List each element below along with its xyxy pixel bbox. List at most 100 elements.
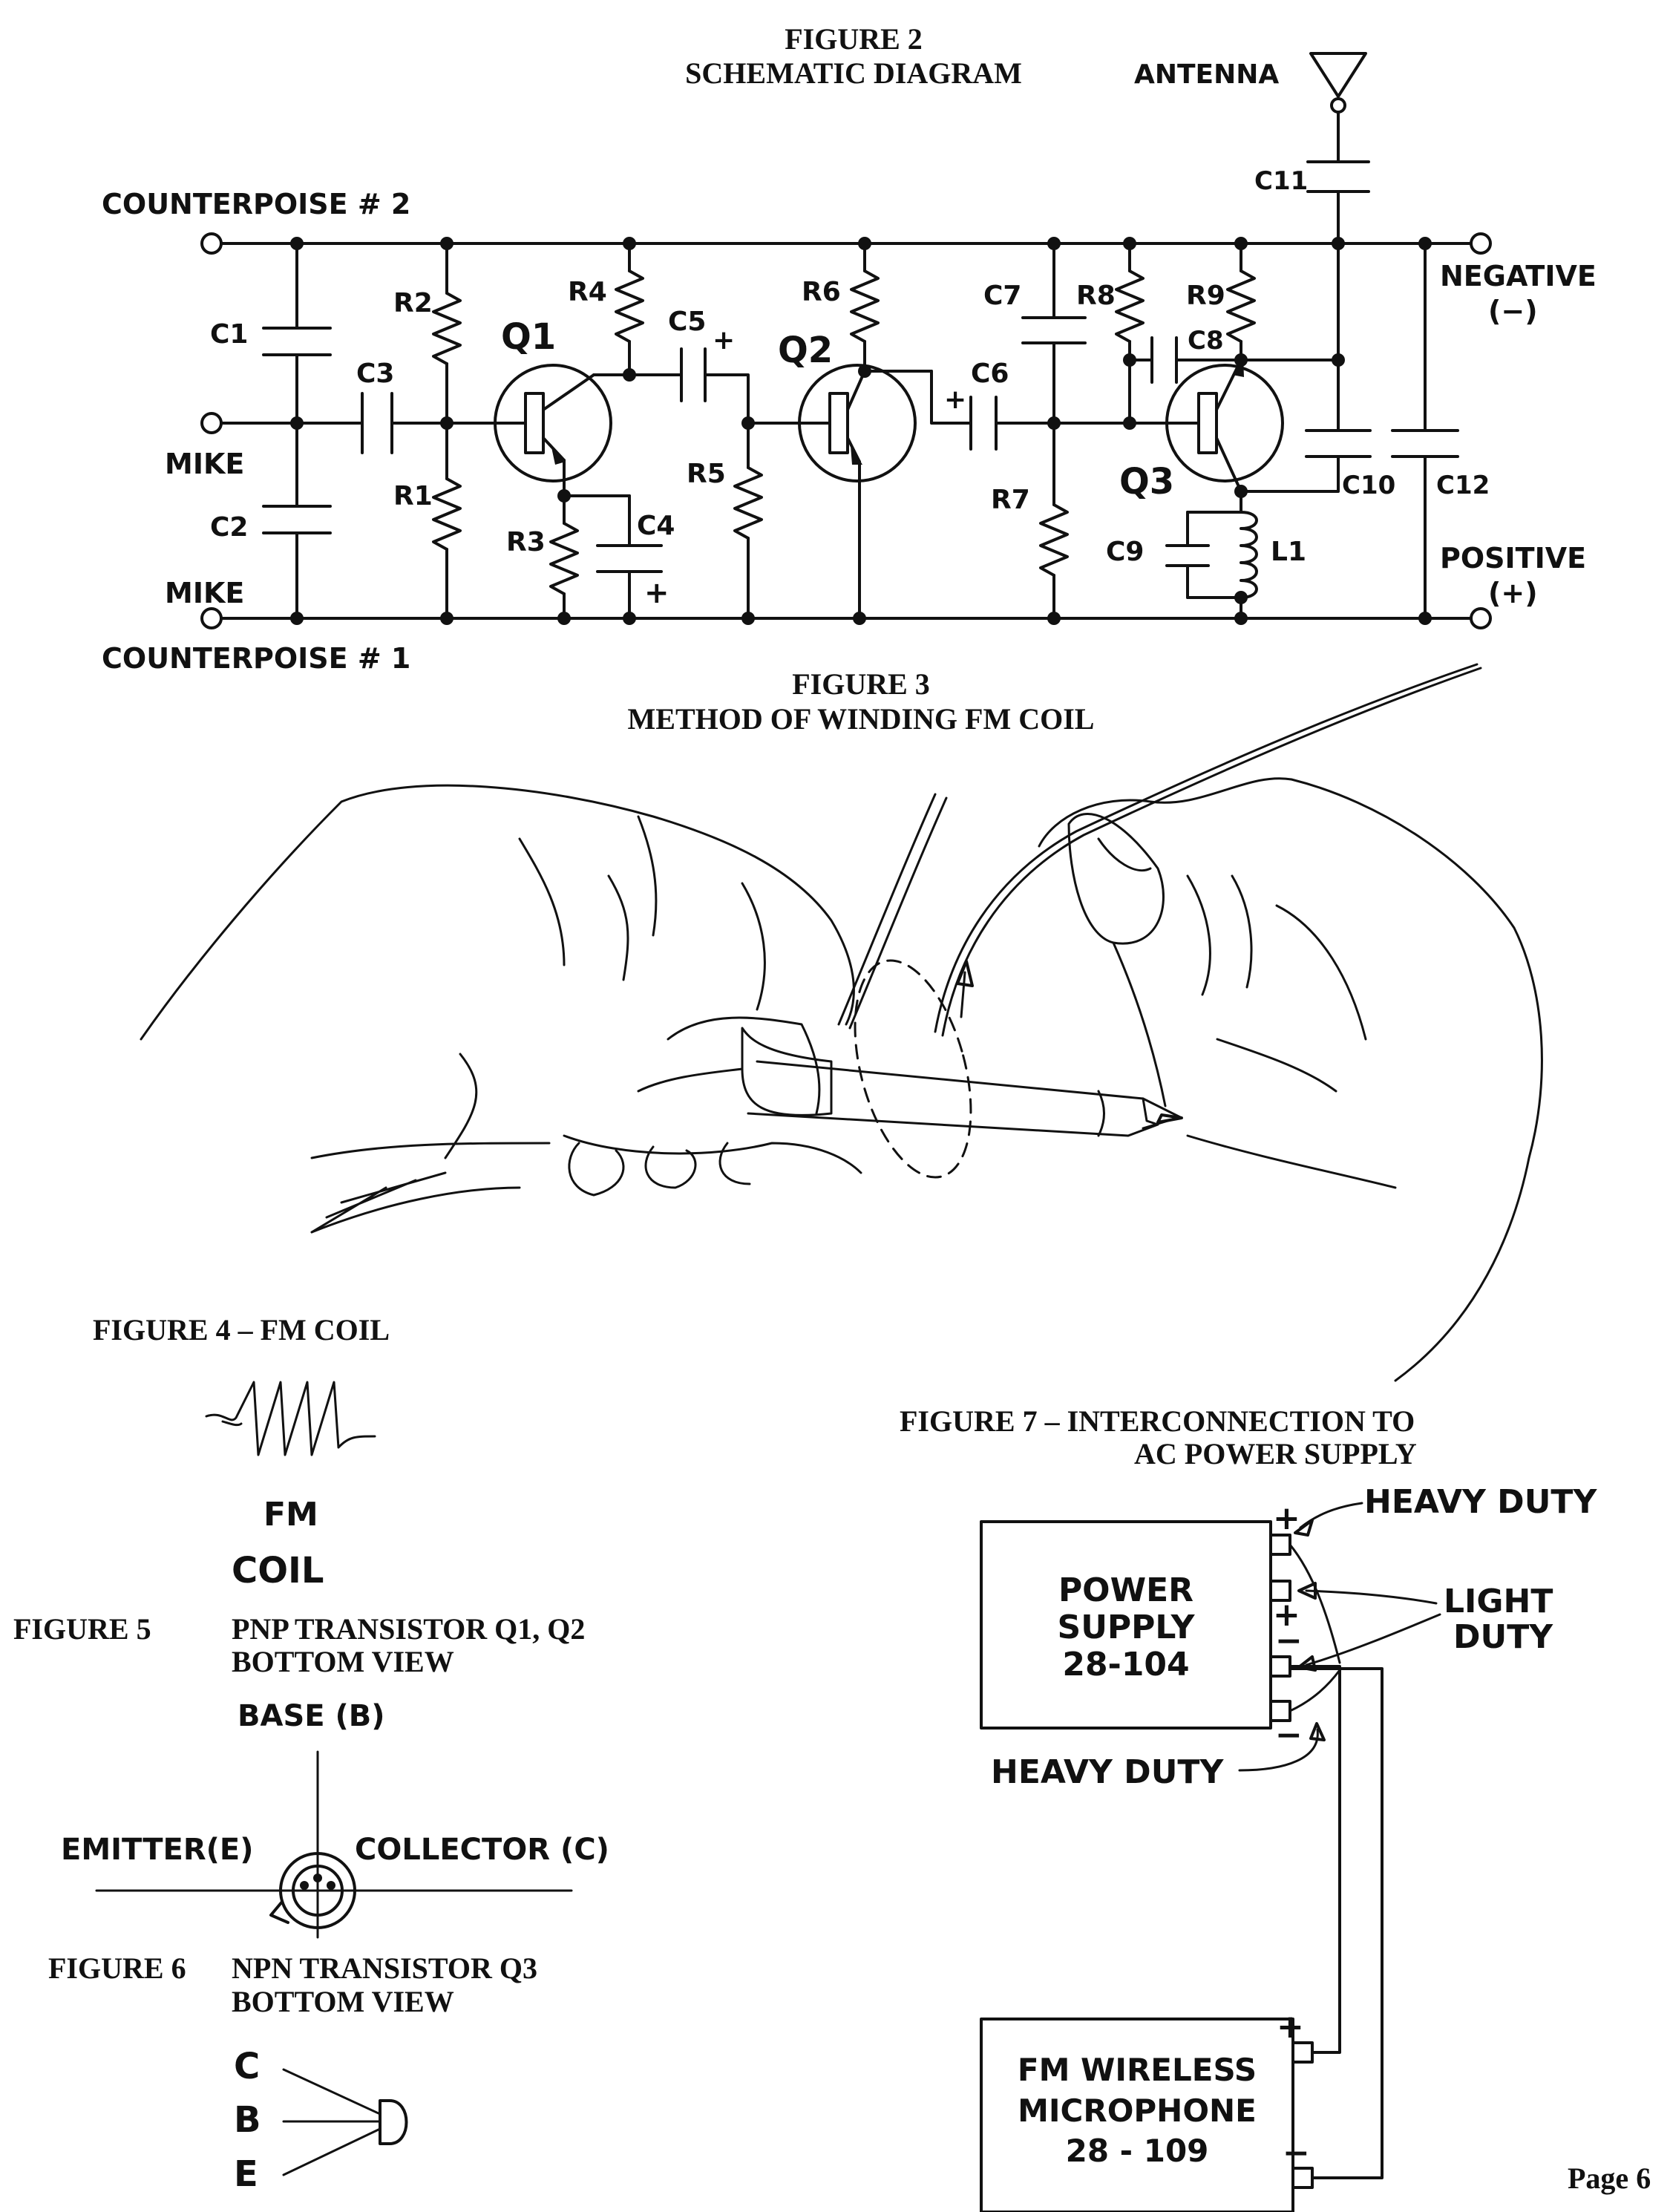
light-label: LIGHT xyxy=(1444,1583,1553,1620)
label-c10: C10 xyxy=(1342,471,1395,500)
r3-c4-emitter xyxy=(549,489,663,625)
power-supply-box xyxy=(980,1520,1272,1730)
label-r5: R5 xyxy=(687,459,726,489)
negative-label: NEGATIVE xyxy=(1440,260,1597,292)
antenna-label: ANTENNA xyxy=(1134,59,1279,90)
label-c3: C3 xyxy=(356,359,394,389)
c1-c2-branch xyxy=(262,237,332,625)
positive-label: POSITIVE xyxy=(1440,542,1586,575)
label-q2: Q2 xyxy=(778,330,833,371)
figure-3-winding: FIGURE 3 METHOD OF WINDING FM COIL xyxy=(140,663,1543,1382)
r6-resistor xyxy=(850,237,933,378)
figure-3-subtitle: METHOD OF WINDING FM COIL xyxy=(628,702,1095,736)
label-r8: R8 xyxy=(1076,281,1116,311)
counterpoise-2-label: COUNTERPOISE # 2 xyxy=(102,188,410,220)
label-r4: R4 xyxy=(568,277,607,307)
r4-resistor xyxy=(615,237,644,382)
c4-plus: + xyxy=(644,576,669,610)
fm-wireless-microphone-box xyxy=(980,2018,1294,2212)
label-r9: R9 xyxy=(1186,281,1225,311)
pin-e-label: E xyxy=(234,2153,258,2195)
label-c1: C1 xyxy=(210,319,248,350)
figure-5-caption-line2: BOTTOM VIEW xyxy=(232,1645,454,1678)
c5-plus: + xyxy=(713,325,735,356)
counterpoise-1-label: COUNTERPOISE # 1 xyxy=(102,642,410,675)
figure-3-title: FIGURE 3 xyxy=(792,667,930,701)
figure-4-fm-coil: FIGURE 4 – FM COIL FM COIL xyxy=(93,1313,390,1591)
label-r3: R3 xyxy=(506,527,546,557)
mike-terminal xyxy=(200,412,223,434)
page-number: Page 6 xyxy=(1568,2162,1651,2195)
mic-terminals xyxy=(1291,2041,1314,2189)
fm-coil-label-line2: COIL xyxy=(232,1550,324,1591)
label-r2: R2 xyxy=(393,288,433,318)
figure-5-title: FIGURE 5 xyxy=(13,1612,151,1646)
pnp-pinout-drawing xyxy=(95,1750,573,1939)
psu-minus-bottom: − xyxy=(1275,1716,1303,1754)
label-r1: R1 xyxy=(393,481,433,511)
figure-4-title: FIGURE 4 – FM COIL xyxy=(93,1313,390,1346)
q3-transistor xyxy=(1128,358,1284,493)
mic-label-line2: MICROPHONE xyxy=(1018,2092,1257,2129)
psu-minus-light: − xyxy=(1275,1622,1303,1660)
figure-6-caption-line2: BOTTOM VIEW xyxy=(232,1985,454,2018)
q1-transistor xyxy=(494,364,631,497)
r9-resistor xyxy=(1226,237,1340,367)
figure-7-title-line2: AC POWER SUPPLY xyxy=(1134,1437,1417,1470)
figure-7-title-line1: FIGURE 7 – INTERCONNECTION TO xyxy=(900,1404,1415,1438)
collector-label: COLLECTOR (C) xyxy=(355,1833,609,1867)
c6-plus: + xyxy=(944,385,966,415)
label-r6: R6 xyxy=(802,277,841,307)
figure-5-caption-line1: PNP TRANSISTOR Q1, Q2 xyxy=(232,1612,585,1646)
c9-l1-tank xyxy=(1165,485,1258,625)
psu-label-line1: POWER xyxy=(1058,1571,1193,1609)
mic-label-line1: FM WIRELESS xyxy=(1018,2052,1257,2088)
label-q1: Q1 xyxy=(501,316,556,358)
mike-bottom-label: MIKE xyxy=(165,577,244,609)
mike-top-label: MIKE xyxy=(165,448,244,480)
c12-capacitor xyxy=(1391,237,1459,625)
pencil-and-wire xyxy=(747,663,1482,1179)
label-l1: L1 xyxy=(1271,537,1306,567)
pin-b-label: B xyxy=(234,2099,261,2141)
label-c8: C8 xyxy=(1188,326,1224,356)
label-c5: C5 xyxy=(668,307,706,337)
counterpoise-1-terminal xyxy=(200,607,223,629)
heavy-duty-bottom-label: HEAVY DUTY xyxy=(991,1753,1224,1791)
left-hand-illustration xyxy=(140,784,862,1234)
c5-capacitor xyxy=(628,347,750,425)
r8-resistor xyxy=(1115,237,1145,430)
fm-coil-drawing xyxy=(205,1381,376,1456)
label-c6: C6 xyxy=(971,359,1009,389)
npn-pinout-drawing xyxy=(282,2068,408,2176)
right-hand-illustration xyxy=(1038,777,1543,1382)
positive-terminal xyxy=(1470,607,1492,629)
q2-transistor xyxy=(798,364,917,625)
emitter-label: EMITTER(E) xyxy=(61,1833,254,1867)
psu-label-line2: SUPPLY xyxy=(1058,1609,1196,1646)
negative-sign: (−) xyxy=(1488,295,1538,327)
r1-r2-branch xyxy=(432,237,462,625)
mic-plus: + xyxy=(1277,2008,1304,2046)
label-r7: R7 xyxy=(991,485,1030,515)
figure-5-pnp: FIGURE 5 PNP TRANSISTOR Q1, Q2 BOTTOM VI… xyxy=(13,1612,609,1939)
label-c4: C4 xyxy=(637,511,675,541)
psu-label-line3: 28-104 xyxy=(1062,1646,1189,1683)
figure-6-caption-line1: NPN TRANSISTOR Q3 xyxy=(232,1951,537,1985)
c3-capacitor xyxy=(361,392,499,454)
figure-2-subtitle: SCHEMATIC DIAGRAM xyxy=(685,56,1022,90)
antenna-symbol xyxy=(1306,52,1370,245)
label-q3: Q3 xyxy=(1119,461,1174,503)
label-c12: C12 xyxy=(1436,471,1490,500)
pin-c-label: C xyxy=(234,2046,260,2087)
figure-6-npn: FIGURE 6 NPN TRANSISTOR Q3 BOTTOM VIEW C… xyxy=(48,1951,537,2195)
figure-7-interconnection: FIGURE 7 – INTERCONNECTION TO AC POWER S… xyxy=(900,1404,1597,2212)
figure-6-title: FIGURE 6 xyxy=(48,1951,186,1985)
c8-capacitor xyxy=(1128,336,1242,384)
r5-resistor xyxy=(733,416,803,625)
negative-terminal xyxy=(1470,232,1492,255)
positive-sign: (+) xyxy=(1488,577,1538,609)
figure-2-schematic: FIGURE 2 SCHEMATIC DIAGRAM ANTENNA C11 C… xyxy=(102,22,1597,675)
counterpoise-2-terminal xyxy=(200,232,223,255)
